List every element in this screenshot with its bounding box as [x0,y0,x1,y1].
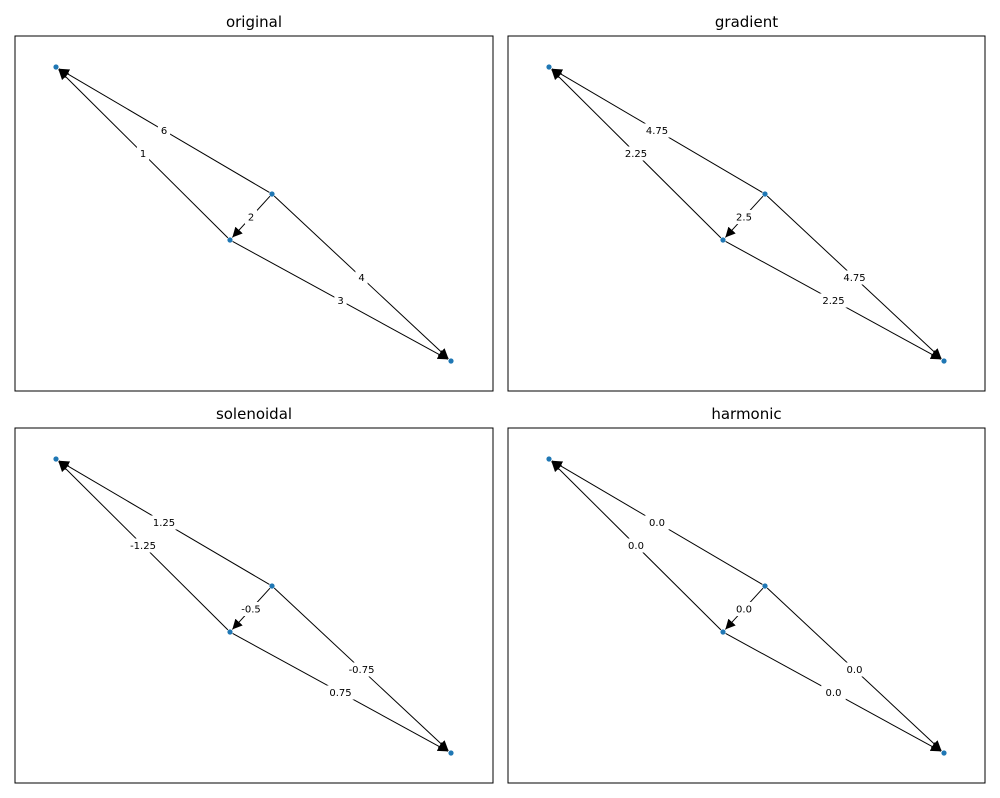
panel-title: original [226,13,282,31]
edge-label-background [620,146,652,161]
panel-original: original 6 1 2 4 3 [14,13,494,392]
edge-label-group: 1.25 -1.25 -0.5 -0.75 0.75 [124,515,380,700]
node-d [448,750,454,756]
panel-harmonic: harmonic 0.0 0.0 0.0 0.0 0.0 [507,405,986,784]
edge-label-c-a: -1.25 [124,538,162,553]
edge-label-text: 6 [161,126,167,137]
panel-frame [14,427,494,784]
panels-layer: original 6 1 2 4 3 gradient 4.75 2.25 2.5 4.75 2.25… [14,13,986,784]
edge-label-background [235,602,267,616]
edge-label-text: 4.75 [646,126,668,137]
node-a [546,456,552,462]
edge-label-background [644,515,670,530]
edge-label-text: 2 [248,213,254,224]
edge-label-background [731,210,757,224]
edge-label-c-d: 0.0 [821,685,846,700]
panel-solenoidal: solenoidal 1.25 -1.25 -0.5 -0.75 0.75 [14,405,494,784]
edge-label-background [623,538,649,553]
node-d [941,750,947,756]
edge-label-background [325,685,356,700]
edge-label-c-d: 0.75 [325,685,356,700]
edge-label-text: 4.75 [843,273,865,284]
panel-title: gradient [715,13,778,31]
edge-label-group: 6 1 2 4 3 [136,123,368,308]
edge-label-background [818,293,849,308]
edge-label-background [355,270,368,285]
edge-label-text: 2.5 [736,213,752,224]
edge-label-text: 1 [140,149,146,160]
node-d [448,358,454,364]
edge-label-background [731,602,757,616]
edge-label-text: -0.75 [349,665,375,676]
edge-label-group: 4.75 2.25 2.5 4.75 2.25 [620,123,870,308]
edge-label-text: 0.0 [628,541,644,552]
node-group [546,456,947,756]
edge-label-text: 0.0 [736,605,752,616]
edge-label-b-d: 4 [355,270,368,285]
edge-label-c-d: 2.25 [818,293,849,308]
edge-label-background [821,685,846,700]
node-c [720,237,726,243]
edge-label-b-d: 0.0 [842,662,867,677]
edge-label-c-a: 1 [136,146,150,161]
edge-label-background [334,293,347,308]
edge-label-b-a: 1.25 [148,515,180,530]
edge-label-b-c: 0.0 [731,602,757,616]
edge-label-text: -0.5 [241,605,261,616]
edge-label-b-c: -0.5 [235,602,267,616]
edge-label-background [641,123,673,138]
edge-label-background [157,123,171,138]
edge-label-group: 0.0 0.0 0.0 0.0 0.0 [623,515,867,700]
edge-label-text: 0.0 [649,518,665,529]
edge-label-text: -1.25 [130,541,156,552]
node-b [762,191,768,197]
panel-frame [14,35,494,392]
edge-label-text: 3 [337,296,343,307]
edge-label-b-a: 4.75 [641,123,673,138]
panel-gradient: gradient 4.75 2.25 2.5 4.75 2.25 [507,13,986,392]
node-d [941,358,947,364]
panel-frame [507,35,986,392]
edge-label-c-a: 2.25 [620,146,652,161]
edge-label-background [343,662,380,677]
node-b [269,191,275,197]
edge-label-text: 1.25 [153,518,175,529]
edge-label-background [124,538,162,553]
node-b [762,583,768,589]
edge-label-text: 0.75 [329,688,351,699]
edge-label-b-a: 0.0 [644,515,670,530]
edge-label-b-d: -0.75 [343,662,380,677]
edge-label-background [244,210,258,224]
edge-label-background [839,270,870,285]
node-c [720,629,726,635]
panel-title: harmonic [711,405,781,423]
edge-label-text: 2.25 [625,149,647,160]
edge-label-c-d: 3 [334,293,347,308]
edge-label-b-d: 4.75 [839,270,870,285]
edge-label-text: 2.25 [822,296,844,307]
node-b [269,583,275,589]
node-a [546,64,552,70]
node-group [546,64,947,364]
edge-label-text: 0.0 [826,688,842,699]
edge-label-b-c: 2.5 [731,210,757,224]
edge-label-background [136,146,150,161]
edge-label-text: 4 [358,273,364,284]
edge-label-b-c: 2 [244,210,258,224]
node-group [53,64,454,364]
panel-frame [507,427,986,784]
node-c [227,237,233,243]
node-a [53,64,59,70]
edge-label-text: 0.0 [847,665,863,676]
node-c [227,629,233,635]
node-a [53,456,59,462]
edge-label-b-a: 6 [157,123,171,138]
edge-label-background [842,662,867,677]
node-group [53,456,454,756]
panel-title: solenoidal [216,405,292,423]
edge-label-background [148,515,180,530]
edge-label-c-a: 0.0 [623,538,649,553]
